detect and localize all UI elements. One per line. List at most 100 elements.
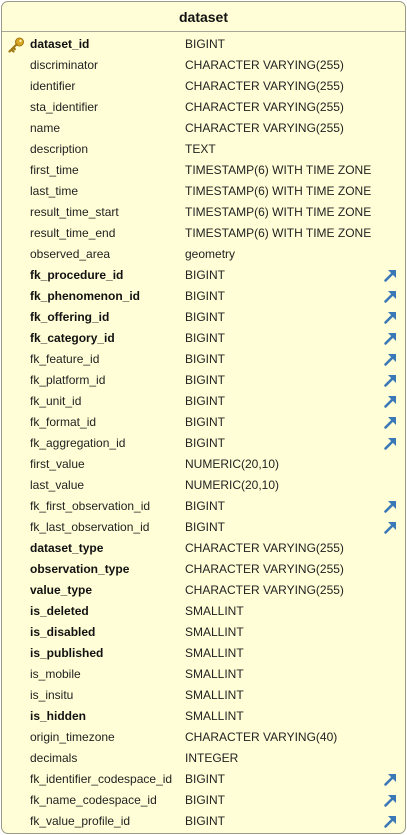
column-row[interactable]: fk_value_profile_id BIGINT (2, 811, 405, 832)
column-row[interactable]: dataset_type CHARACTER VARYING(255) (2, 538, 405, 559)
column-row[interactable]: decimals INTEGER (2, 748, 405, 769)
column-row[interactable]: first_value NUMERIC(20,10) (2, 454, 405, 475)
column-name: fk_procedure_id (30, 268, 124, 282)
column-row[interactable]: fk_first_observation_id BIGINT (2, 496, 405, 517)
column-row[interactable]: fk_category_id BIGINT (2, 328, 405, 349)
column-name: fk_value_profile_id (30, 814, 131, 828)
column-row[interactable]: fk_last_observation_id BIGINT (2, 517, 405, 538)
table-title: dataset (2, 2, 405, 32)
column-row[interactable]: last_time TIMESTAMP(6) WITH TIME ZONE (2, 181, 405, 202)
foreign-key-arrow-icon[interactable] (383, 793, 398, 808)
column-type: BIGINT (185, 37, 226, 51)
column-type: BIGINT (185, 793, 226, 807)
column-type: CHARACTER VARYING(255) (185, 583, 344, 597)
foreign-key-arrow-icon[interactable] (383, 268, 398, 283)
column-name: fk_name_codespace_id (30, 793, 157, 807)
column-row[interactable]: is_published SMALLINT (2, 643, 405, 664)
column-name: fk_unit_id (30, 394, 82, 408)
foreign-key-arrow-icon[interactable] (383, 394, 398, 409)
column-name: fk_last_observation_id (30, 520, 150, 534)
column-type: BIGINT (185, 289, 226, 303)
column-row[interactable]: fk_platform_id BIGINT (2, 370, 405, 391)
column-type: CHARACTER VARYING(255) (185, 58, 344, 72)
column-type: CHARACTER VARYING(255) (185, 100, 344, 114)
column-row[interactable]: fk_aggregation_id BIGINT (2, 433, 405, 454)
column-row[interactable]: name CHARACTER VARYING(255) (2, 118, 405, 139)
column-row[interactable]: discriminator CHARACTER VARYING(255) (2, 55, 405, 76)
column-row[interactable]: fk_procedure_id BIGINT (2, 265, 405, 286)
column-row[interactable]: is_insitu SMALLINT (2, 685, 405, 706)
column-name: value_type (30, 583, 93, 597)
column-name: identifier (30, 79, 76, 93)
column-type: SMALLINT (185, 646, 244, 660)
column-type: CHARACTER VARYING(40) (185, 730, 338, 744)
column-type: SMALLINT (185, 688, 244, 702)
column-type: NUMERIC(20,10) (185, 457, 280, 471)
foreign-key-arrow-icon[interactable] (383, 373, 398, 388)
column-row[interactable]: fk_phenomenon_id BIGINT (2, 286, 405, 307)
column-name: first_value (30, 457, 85, 471)
column-name: first_time (30, 163, 79, 177)
column-name: is_insitu (30, 688, 74, 702)
column-row[interactable]: is_disabled SMALLINT (2, 622, 405, 643)
foreign-key-arrow-icon[interactable] (383, 415, 398, 430)
column-type: INTEGER (185, 751, 239, 765)
column-type: BIGINT (185, 394, 226, 408)
column-name: fk_identifier_codespace_id (30, 772, 173, 786)
foreign-key-arrow-icon[interactable] (383, 772, 398, 787)
key-icon (8, 37, 24, 53)
column-type: BIGINT (185, 415, 226, 429)
foreign-key-arrow-icon[interactable] (383, 436, 398, 451)
column-name: decimals (30, 751, 78, 765)
column-row[interactable]: is_deleted SMALLINT (2, 601, 405, 622)
foreign-key-arrow-icon[interactable] (383, 520, 398, 535)
column-row[interactable]: origin_timezone CHARACTER VARYING(40) (2, 727, 405, 748)
foreign-key-arrow-icon[interactable] (383, 331, 398, 346)
column-row[interactable]: fk_offering_id BIGINT (2, 307, 405, 328)
column-row[interactable]: fk_name_codespace_id BIGINT (2, 790, 405, 811)
column-row[interactable]: description TEXT (2, 139, 405, 160)
column-name: fk_phenomenon_id (30, 289, 141, 303)
foreign-key-arrow-icon[interactable] (383, 289, 398, 304)
column-name: observation_type (30, 562, 130, 576)
column-row[interactable]: value_type CHARACTER VARYING(255) (2, 580, 405, 601)
column-row[interactable]: observed_area geometry (2, 244, 405, 265)
column-row[interactable]: is_hidden SMALLINT (2, 706, 405, 727)
column-name: last_value (30, 478, 85, 492)
column-type: TIMESTAMP(6) WITH TIME ZONE (185, 205, 372, 219)
column-name: result_time_start (30, 205, 119, 219)
column-row[interactable]: dataset_id BIGINT (2, 34, 405, 55)
column-name: fk_offering_id (30, 310, 110, 324)
column-type: TEXT (185, 142, 216, 156)
column-type: CHARACTER VARYING(255) (185, 79, 344, 93)
column-row[interactable]: last_value NUMERIC(20,10) (2, 475, 405, 496)
column-type: TIMESTAMP(6) WITH TIME ZONE (185, 184, 372, 198)
column-row[interactable]: fk_identifier_codespace_id BIGINT (2, 769, 405, 790)
column-name: last_time (30, 184, 79, 198)
column-row[interactable]: first_time TIMESTAMP(6) WITH TIME ZONE (2, 160, 405, 181)
column-type: BIGINT (185, 814, 226, 828)
column-row[interactable]: fk_format_id BIGINT (2, 412, 405, 433)
foreign-key-arrow-icon[interactable] (383, 352, 398, 367)
column-row[interactable]: observation_type CHARACTER VARYING(255) (2, 559, 405, 580)
foreign-key-arrow-icon[interactable] (383, 310, 398, 325)
column-type: BIGINT (185, 499, 226, 513)
column-row[interactable]: fk_unit_id BIGINT (2, 391, 405, 412)
foreign-key-arrow-icon[interactable] (383, 499, 398, 514)
foreign-key-arrow-icon[interactable] (383, 814, 398, 829)
column-row[interactable]: fk_feature_id BIGINT (2, 349, 405, 370)
column-name: sta_identifier (30, 100, 99, 114)
column-row[interactable]: sta_identifier CHARACTER VARYING(255) (2, 97, 405, 118)
column-type: BIGINT (185, 373, 226, 387)
column-row[interactable]: result_time_end TIMESTAMP(6) WITH TIME Z… (2, 223, 405, 244)
column-row[interactable]: is_mobile SMALLINT (2, 664, 405, 685)
column-type: BIGINT (185, 520, 226, 534)
column-name: name (30, 121, 61, 135)
column-name: observed_area (30, 247, 111, 261)
column-row[interactable]: identifier CHARACTER VARYING(255) (2, 76, 405, 97)
column-name: fk_platform_id (30, 373, 106, 387)
column-row[interactable]: result_time_start TIMESTAMP(6) WITH TIME… (2, 202, 405, 223)
column-name: dataset_type (30, 541, 104, 555)
column-name: fk_format_id (30, 415, 97, 429)
